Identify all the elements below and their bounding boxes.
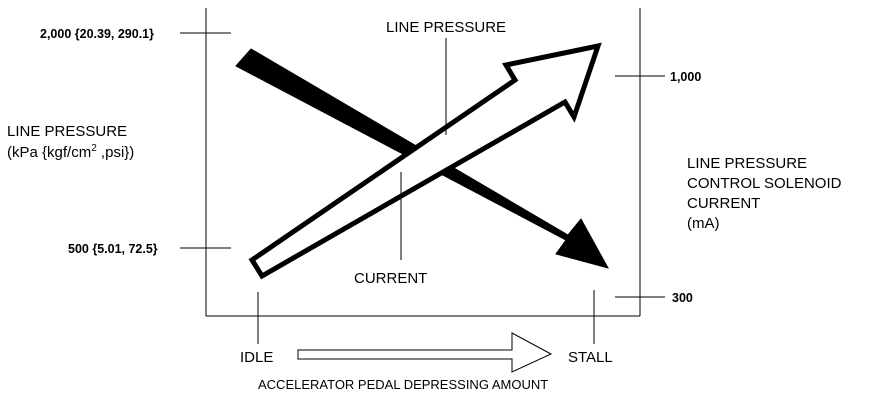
line-pressure-arrow <box>248 42 602 280</box>
right-tick-high-label: 1,000 <box>670 70 701 84</box>
left-axis-title: LINE PRESSURE <box>7 123 127 140</box>
x-axis-title: ACCELERATOR PEDAL DEPRESSING AMOUNT <box>258 377 548 392</box>
left-axis-units: (kPa {kgf/cm2 ,psi}) <box>7 143 134 161</box>
right-axis-title-line2: CONTROL SOLENOID <box>687 175 842 192</box>
plot-frame <box>205 8 641 317</box>
right-axis-title-line3: CURRENT <box>687 195 760 212</box>
left-tick-high-label: 2,000 {20.39, 290.1} <box>40 27 154 41</box>
left-tick-low-label: 500 {5.01, 72.5} <box>68 242 158 256</box>
right-tick-low-label: 300 <box>672 291 693 305</box>
left-axis-units-sup: 2 <box>91 143 97 154</box>
stall-label: STALL <box>568 349 613 366</box>
idle-label: IDLE <box>240 349 273 366</box>
right-axis-title-line4: (mA) <box>687 215 720 232</box>
left-axis-units-end: ,psi}) <box>97 144 135 161</box>
right-axis-title-line1: LINE PRESSURE <box>687 155 807 172</box>
left-axis-units-main: (kPa {kgf/cm <box>7 144 91 161</box>
current-label: CURRENT <box>354 270 427 287</box>
accelerator-direction-arrow <box>297 332 553 373</box>
line-pressure-label: LINE PRESSURE <box>386 19 506 36</box>
